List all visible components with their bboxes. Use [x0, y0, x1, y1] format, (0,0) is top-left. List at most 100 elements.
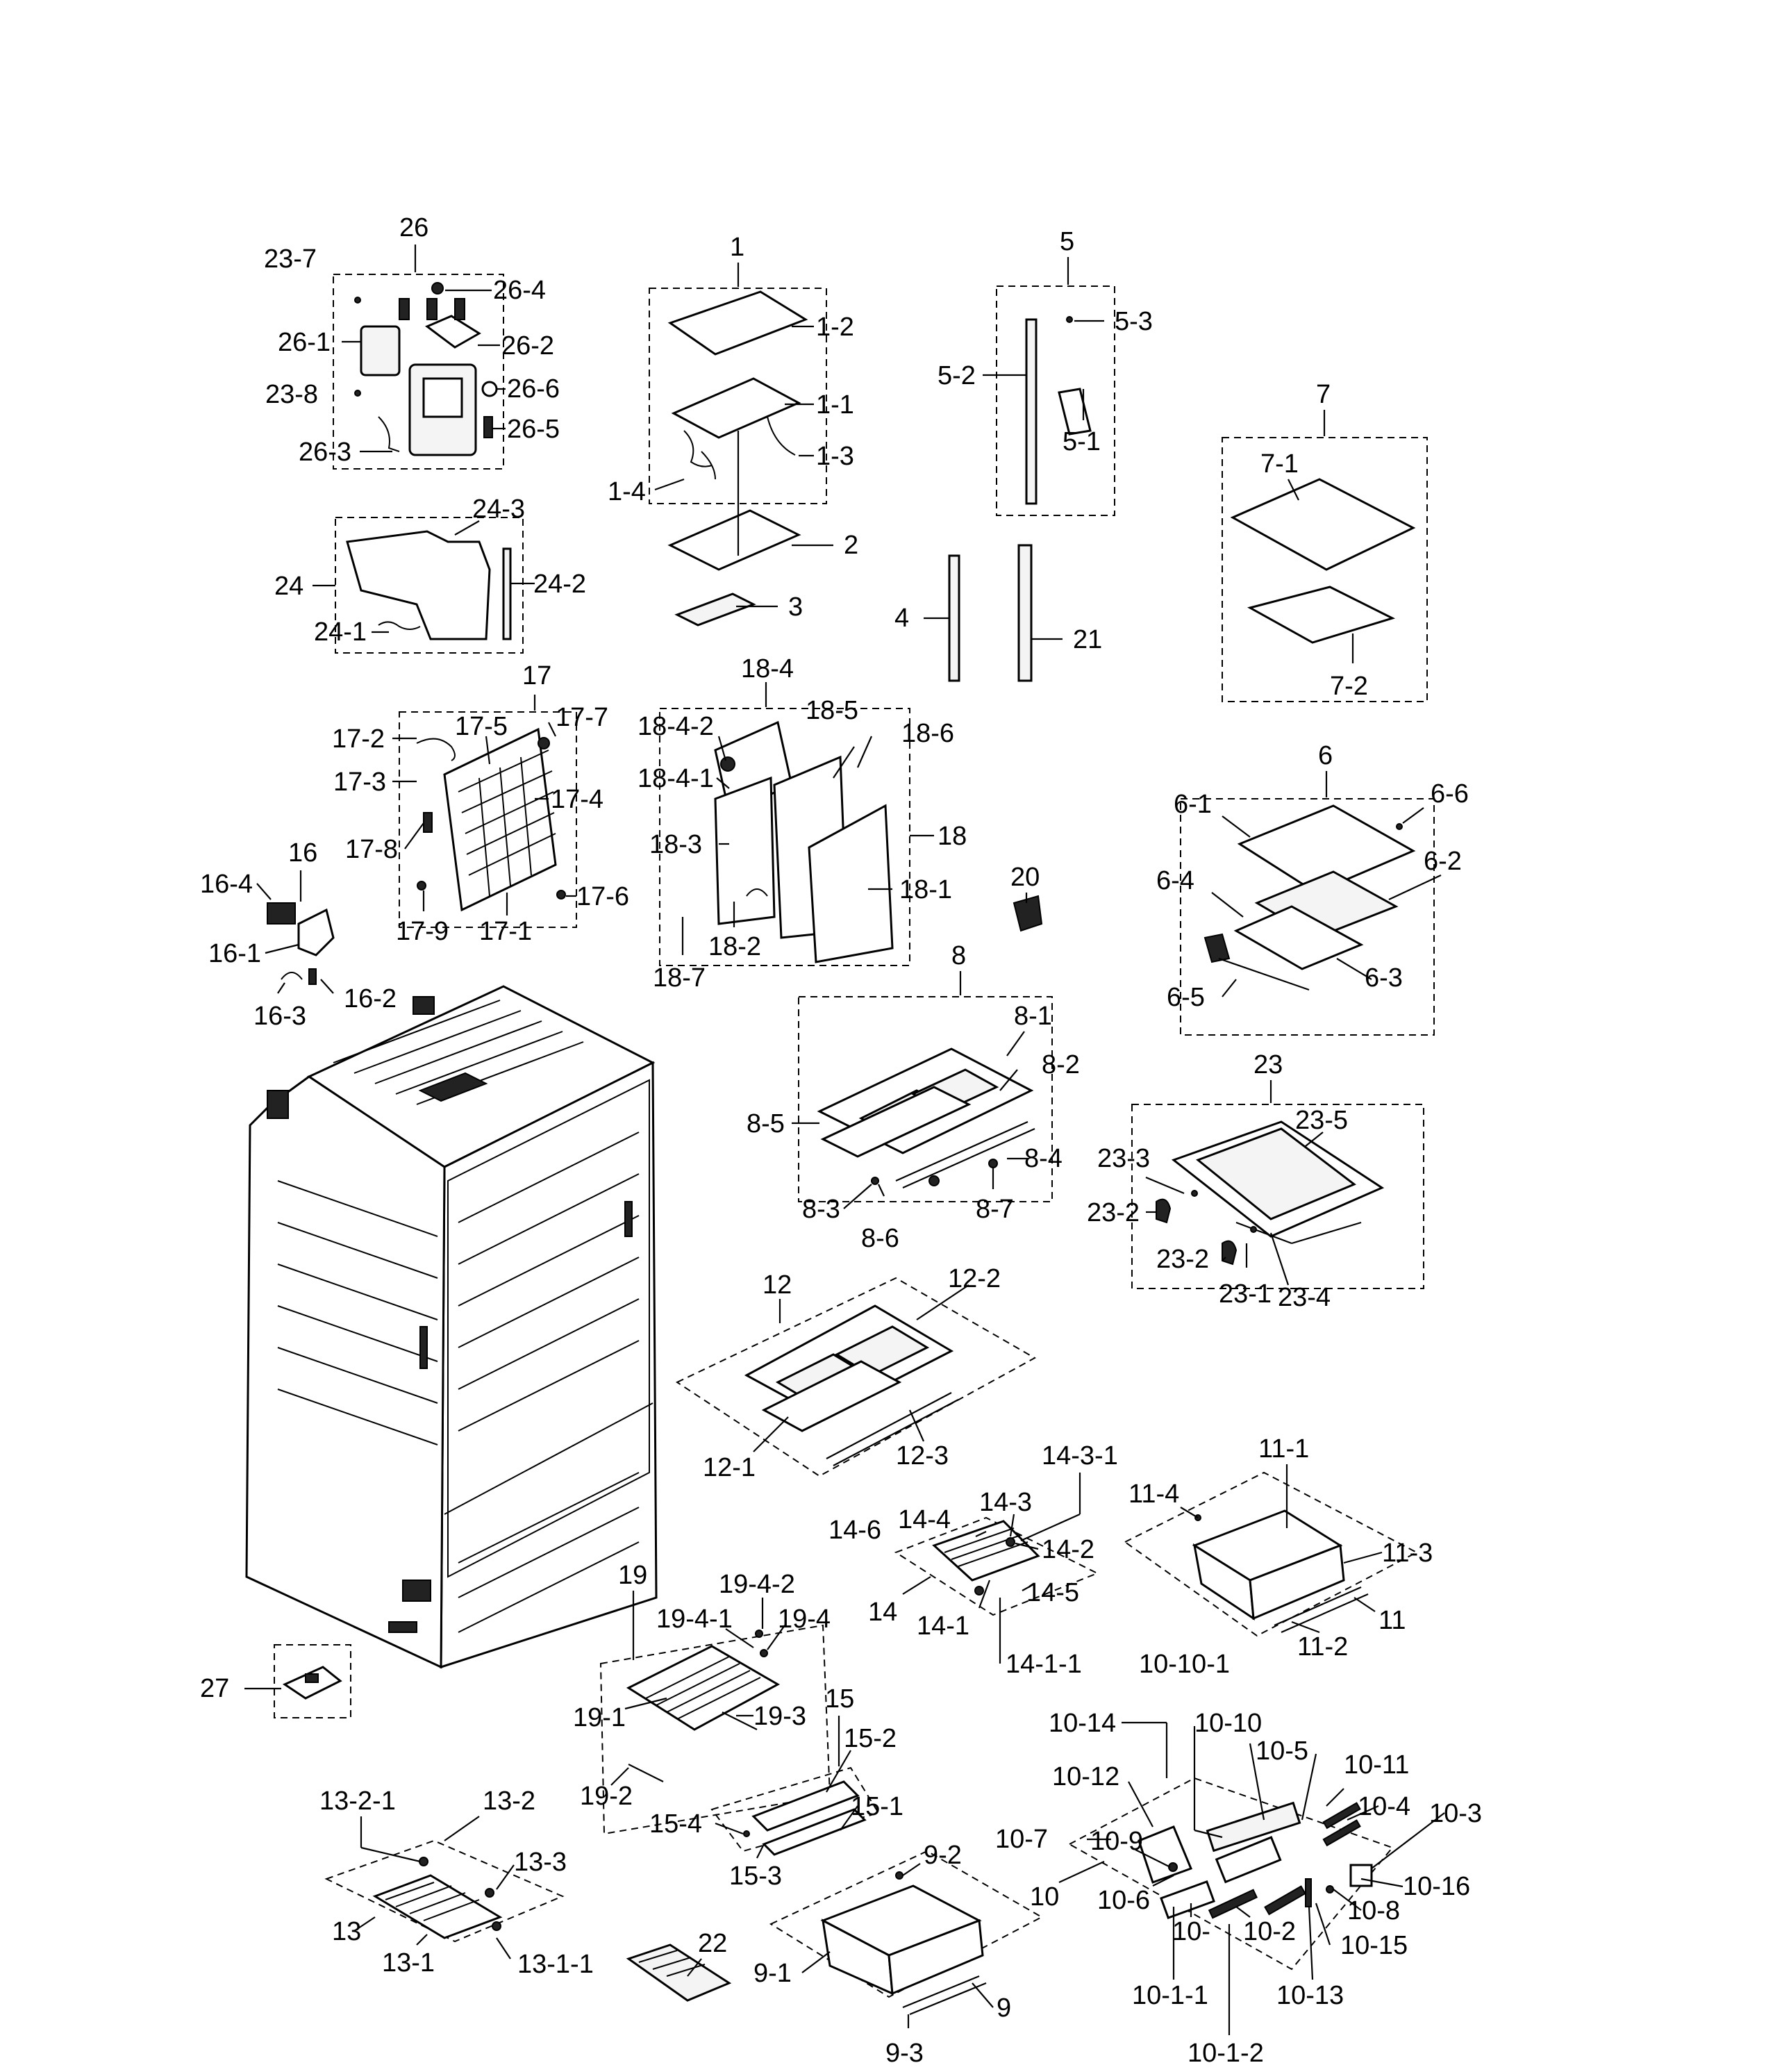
- label-26-6: 26-6: [507, 374, 560, 404]
- part-15: [743, 1780, 867, 1856]
- label-11: 11: [1378, 1606, 1406, 1635]
- part-14: [932, 1520, 1040, 1596]
- label-26-4: 26-4: [493, 276, 546, 305]
- label-10-10: 10-10: [1194, 1709, 1262, 1738]
- group-box-7: [1222, 437, 1428, 702]
- label-19-4: 19-4: [778, 1605, 831, 1634]
- label-13-3: 13-3: [514, 1848, 567, 1877]
- part-tray-2: [667, 509, 801, 571]
- part-22: [626, 1943, 732, 2002]
- label-11-1: 11-1: [1258, 1434, 1309, 1464]
- group-box-14: [894, 1516, 1099, 1616]
- label-8-4: 8-4: [1024, 1144, 1063, 1173]
- label-13: 13: [332, 1917, 361, 1946]
- part-shelf-6: [1203, 804, 1416, 991]
- label-13-2: 13-2: [483, 1787, 535, 1816]
- part-shapes: [245, 282, 1416, 2016]
- label-15-2: 15-2: [844, 1724, 897, 1753]
- label-9: 9: [997, 1994, 1011, 2023]
- label-23-1: 23-1: [1219, 1279, 1272, 1309]
- label-21: 21: [1073, 625, 1102, 654]
- label-10-13: 10-13: [1276, 1981, 1344, 2010]
- label-23-3: 23-3: [1097, 1144, 1150, 1173]
- label-15: 15: [825, 1684, 854, 1714]
- label-1: 1: [730, 233, 744, 262]
- label-10-15: 10-15: [1340, 1931, 1408, 1960]
- label-14-1: 14-1: [917, 1611, 969, 1641]
- part-shelf-12: [744, 1304, 959, 1466]
- label-7-2: 7-2: [1330, 672, 1368, 701]
- group-box-12: [675, 1277, 1037, 1477]
- label-6-1: 6-1: [1174, 790, 1212, 819]
- part-13: [372, 1857, 503, 1939]
- label-26: 26: [399, 213, 428, 242]
- label-16-3: 16-3: [253, 1002, 306, 1031]
- label-23-5: 23-5: [1295, 1106, 1348, 1135]
- group-box-1: [649, 288, 827, 504]
- label-9-3: 9-3: [885, 2039, 924, 2068]
- part-3: [674, 592, 756, 627]
- part-shelf-7: [1230, 478, 1416, 644]
- label-17-3: 17-3: [333, 768, 386, 797]
- label-10-4: 10-4: [1358, 1792, 1410, 1821]
- label-2: 2: [844, 531, 858, 560]
- group-box-5: [996, 285, 1115, 516]
- label-6-5: 6-5: [1167, 983, 1205, 1012]
- leader-lines: [244, 245, 1445, 2035]
- label-19-1: 19-1: [573, 1703, 626, 1732]
- label-1-1: 1-1: [816, 390, 854, 420]
- label-24-2: 24-2: [533, 570, 586, 599]
- label-23-2-b: 23-2: [1156, 1245, 1209, 1274]
- label-7: 7: [1316, 380, 1331, 409]
- group-box-17: [399, 711, 577, 928]
- label-15-3: 15-3: [729, 1862, 782, 1891]
- label-11-2: 11-2: [1297, 1632, 1348, 1661]
- label-10-: 10-: [1172, 1917, 1210, 1946]
- part-4: [948, 554, 960, 682]
- label-6-6: 6-6: [1431, 779, 1469, 809]
- label-6-3: 6-3: [1365, 963, 1403, 993]
- label-15-4: 15-4: [649, 1809, 702, 1839]
- part-21: [1017, 544, 1033, 682]
- group-box-15: [710, 1766, 880, 1853]
- label-8-7: 8-7: [976, 1195, 1014, 1224]
- label-19-4-1: 19-4-1: [656, 1605, 733, 1634]
- label-14: 14: [868, 1598, 897, 1627]
- label-14-1-1: 14-1-1: [1006, 1650, 1082, 1679]
- label-10-3: 10-3: [1429, 1799, 1482, 1828]
- label-20: 20: [1010, 863, 1040, 892]
- label-16-2: 16-2: [344, 984, 397, 1013]
- label-14-3: 14-3: [979, 1488, 1032, 1517]
- label-19-2: 19-2: [580, 1782, 633, 1811]
- label-16: 16: [288, 838, 317, 868]
- label-5: 5: [1060, 227, 1074, 256]
- group-box-10: [1067, 1777, 1394, 1971]
- label-16-4: 16-4: [200, 870, 253, 899]
- part-duct-18: [714, 720, 894, 963]
- label-19-3: 19-3: [753, 1702, 806, 1731]
- label-9-1: 9-1: [753, 1959, 792, 1988]
- label-17-7: 17-7: [556, 703, 608, 732]
- label-1-2: 1-2: [816, 313, 854, 342]
- label-15-1: 15-1: [851, 1792, 903, 1821]
- label-17-5: 17-5: [455, 712, 508, 741]
- label-10-7: 10-7: [995, 1825, 1048, 1854]
- label-9-2: 9-2: [924, 1841, 962, 1870]
- label-23-8: 23-8: [265, 380, 318, 409]
- part-cover-1: [667, 290, 808, 480]
- label-12: 12: [763, 1270, 792, 1300]
- label-18-3: 18-3: [649, 830, 702, 859]
- label-24-3: 24-3: [472, 495, 525, 524]
- label-10-5: 10-5: [1256, 1737, 1308, 1766]
- label-18-5: 18-5: [806, 696, 858, 725]
- part-shelf-23: [1156, 1120, 1385, 1266]
- label-18-2: 18-2: [708, 932, 761, 961]
- part-refrigerator-cabinet: [245, 985, 658, 1669]
- label-14-2: 14-2: [1042, 1535, 1094, 1564]
- label-10-8: 10-8: [1347, 1896, 1400, 1925]
- group-box-26: [333, 274, 504, 470]
- label-18-1: 18-1: [899, 875, 952, 904]
- label-17-2: 17-2: [332, 724, 385, 754]
- label-11-3: 11-3: [1382, 1539, 1433, 1568]
- label-5-3: 5-3: [1115, 307, 1153, 336]
